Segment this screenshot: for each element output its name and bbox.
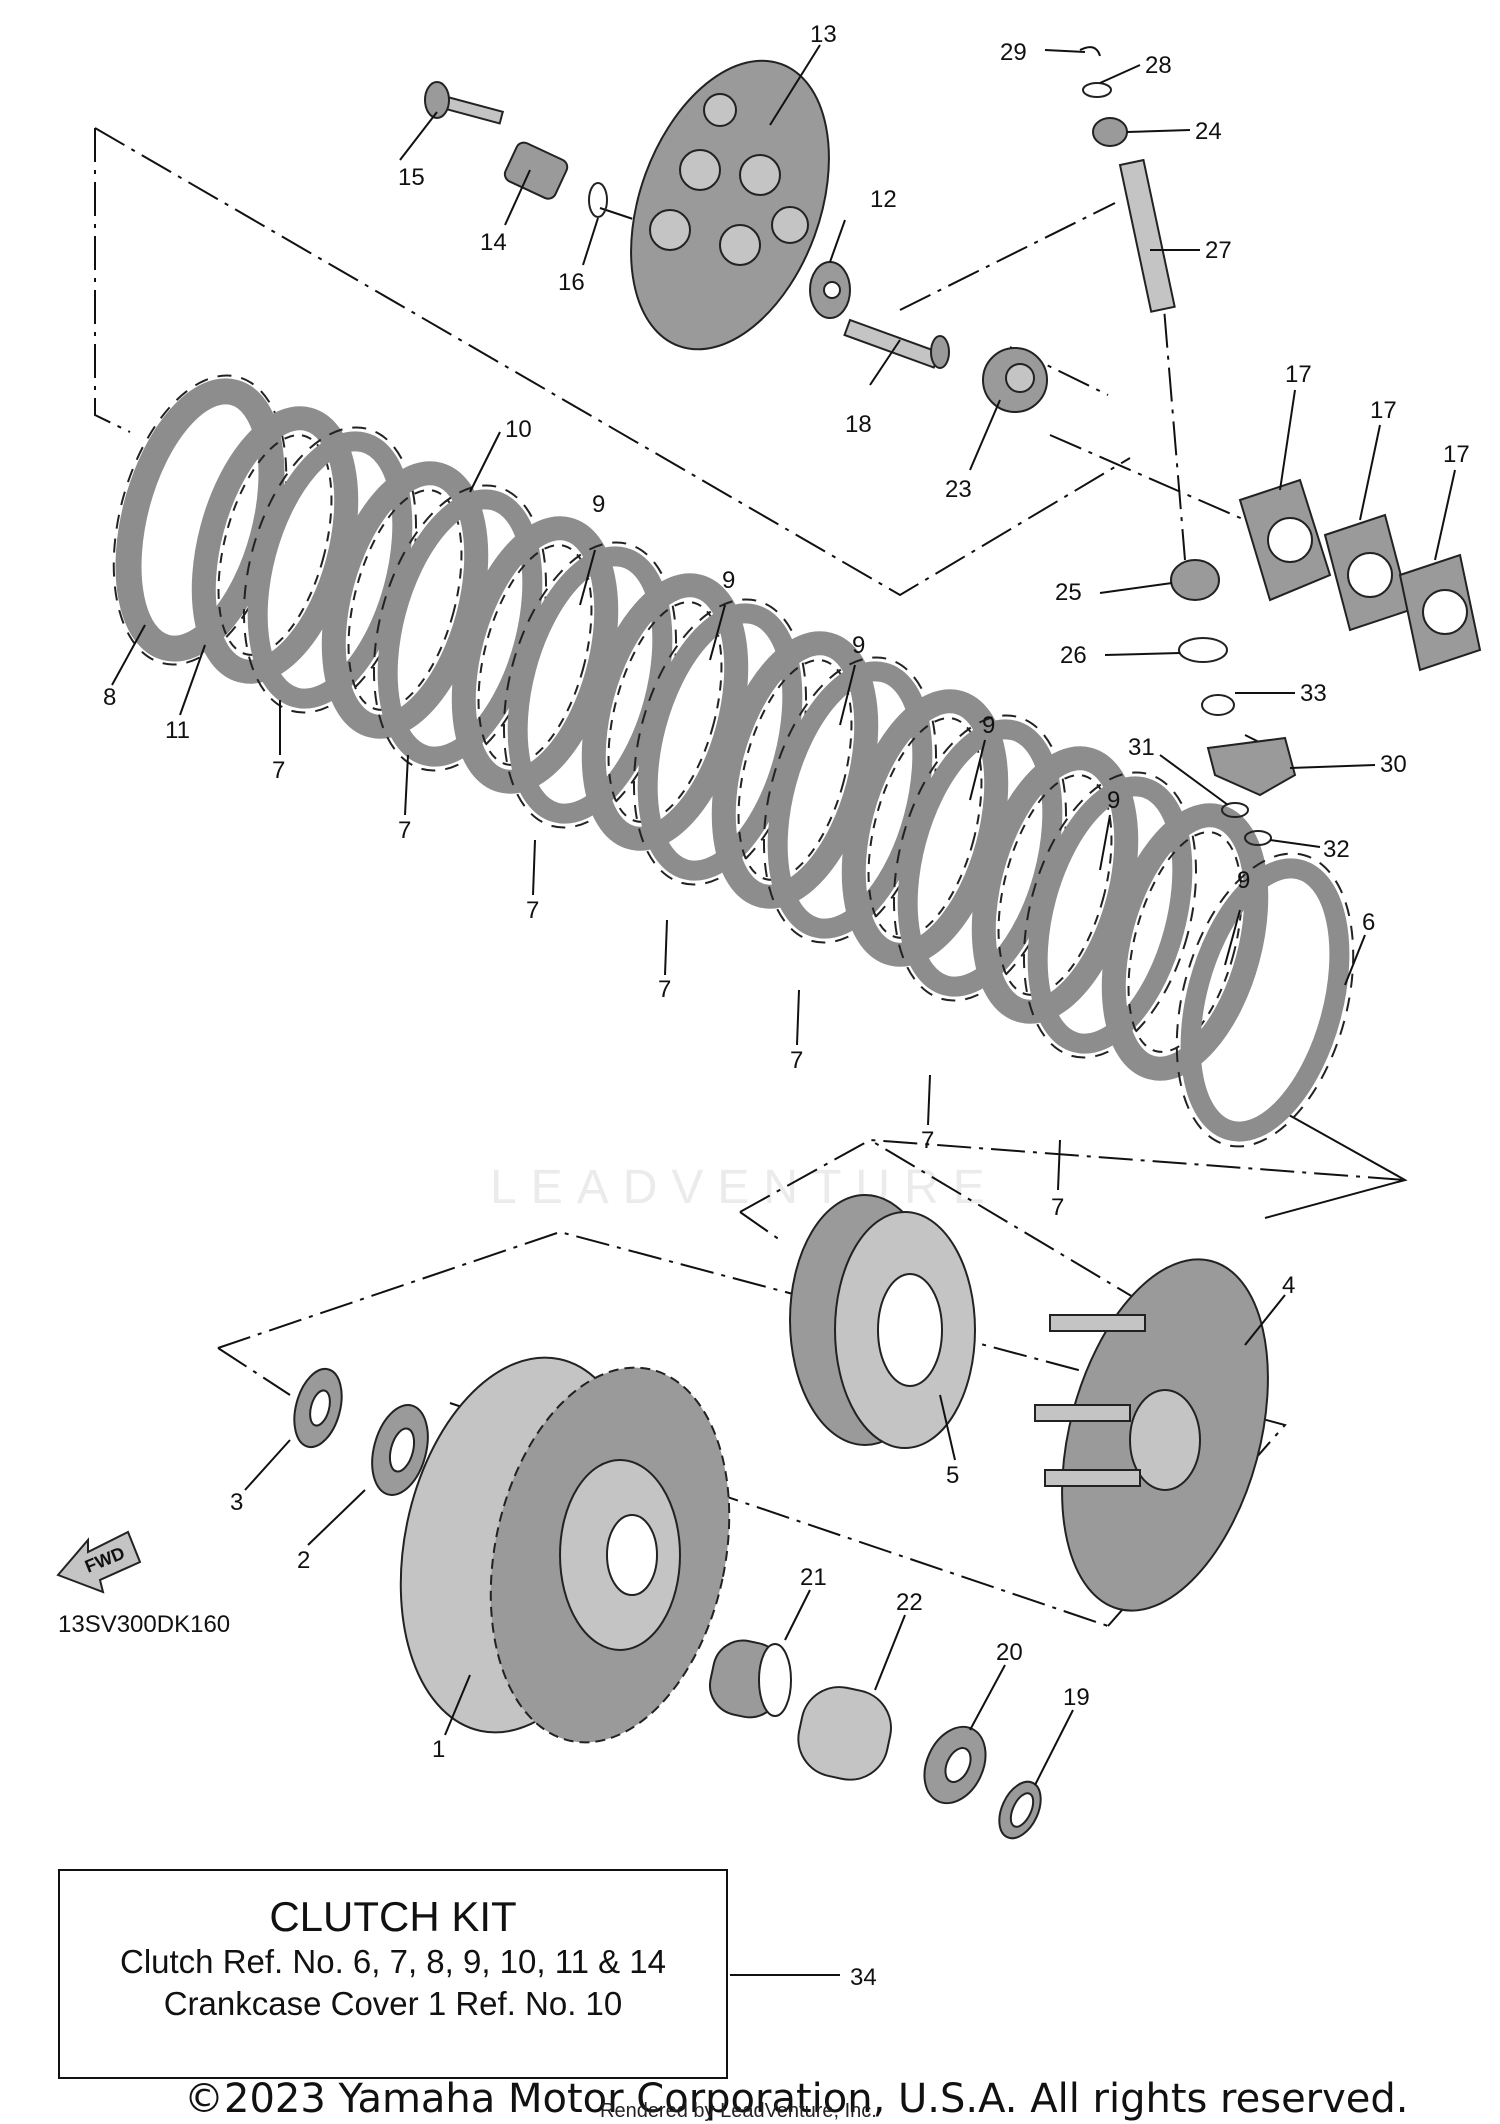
pressure-plate (630, 59, 830, 351)
callout-32: 32 (1323, 836, 1350, 863)
washer-16 (588, 182, 608, 218)
clutch-plate-4 (1034, 1258, 1269, 1612)
bearing-12 (809, 261, 851, 319)
callout-12: 12 (870, 186, 897, 213)
callout-3: 3 (230, 1489, 243, 1516)
washer-28 (1082, 82, 1112, 98)
callout-16: 16 (558, 269, 585, 296)
callout-9b: 9 (722, 567, 735, 594)
clutch-housing-1 (399, 1356, 731, 1744)
callout-4: 4 (1282, 1272, 1295, 1299)
callout-6: 6 (1362, 909, 1375, 936)
callout-7a: 7 (272, 757, 285, 784)
callout-10: 10 (505, 416, 532, 443)
fwd-arrow-icon: FWD (56, 1530, 142, 1594)
washer-2 (371, 1404, 429, 1496)
callout-28: 28 (1145, 52, 1172, 79)
callout-7d: 7 (658, 976, 671, 1003)
washer-20 (923, 1725, 987, 1805)
callout-2: 2 (297, 1547, 310, 1574)
plate-7g (1022, 771, 1198, 1059)
washer-3 (293, 1367, 343, 1449)
clutch-kit-box: CLUTCH KIT Clutch Ref. No. 6, 7, 8, 9, 1… (58, 1869, 728, 2079)
circlip-32 (1244, 830, 1272, 846)
clutch-boss-5 (789, 1194, 976, 1449)
callout-5: 5 (946, 1462, 959, 1489)
nut-23 (982, 347, 1048, 413)
callout-22: 22 (896, 1589, 923, 1616)
shaft-27 (1118, 158, 1176, 313)
rendered-by: Rendered by LeadVenture, Inc. (600, 2100, 877, 2122)
callout-8: 8 (103, 684, 116, 711)
callout-26: 26 (1060, 642, 1087, 669)
callout-30: 30 (1380, 751, 1407, 778)
callout-9a: 9 (592, 491, 605, 518)
callout-7c: 7 (526, 897, 539, 924)
callout-25: 25 (1055, 579, 1082, 606)
clip-29 (1079, 46, 1101, 57)
leader-lines (111, 44, 1456, 1976)
callout-7e: 7 (790, 1047, 803, 1074)
callout-11: 11 (165, 717, 190, 744)
callout-9c: 9 (852, 632, 865, 659)
callout-19: 19 (1063, 1684, 1090, 1711)
callout-9e: 9 (1107, 787, 1120, 814)
callout-20: 20 (996, 1639, 1023, 1666)
callout-33: 33 (1300, 680, 1327, 707)
callout-7g: 7 (1051, 1194, 1064, 1221)
callout-17c: 17 (1443, 441, 1470, 468)
clutch-plate-stack (112, 374, 1355, 1148)
kit-line-1: Clutch Ref. No. 6, 7, 8, 9, 10, 11 & 14 (119, 1943, 667, 1980)
figure-code: 13SV300DK160 (58, 1611, 231, 1638)
callout-14: 14 (480, 229, 507, 256)
pushrod-18 (843, 318, 950, 369)
callout-17a: 17 (1285, 361, 1312, 388)
lock-washers-17 (1238, 478, 1482, 672)
callout-15: 15 (398, 164, 425, 191)
plate-6 (1175, 852, 1355, 1148)
collar-21 (708, 1639, 792, 1719)
circlip-19 (998, 1780, 1042, 1840)
plate-9f (1101, 803, 1269, 1081)
callout-7f: 7 (921, 1127, 934, 1154)
callout-13: 13 (810, 21, 837, 48)
spring-14 (503, 141, 569, 200)
seal-24 (1092, 117, 1128, 147)
callout-18: 18 (845, 411, 872, 438)
callout-9f: 9 (1237, 867, 1250, 894)
copyright-notice: ©2023 Yamaha Motor Corporation, U.S.A. A… (184, 2076, 1409, 2122)
callout-23: 23 (945, 476, 972, 503)
bolt-15 (424, 81, 505, 125)
kit-line-2: Crankcase Cover 1 Ref. No. 10 (163, 1985, 623, 2022)
callout-27: 27 (1205, 237, 1232, 264)
washer-31 (1221, 802, 1249, 818)
lever-30 (1206, 736, 1297, 797)
callout-21: 21 (800, 1564, 827, 1591)
callout-34: 34 (850, 1964, 877, 1991)
oil-seal-26 (1178, 637, 1228, 663)
callouts: 13 29 28 24 15 14 16 12 27 18 23 17 17 1… (103, 21, 1470, 1991)
callout-24: 24 (1195, 118, 1222, 145)
bearing-25 (1170, 559, 1220, 601)
callout-1: 1 (432, 1736, 445, 1763)
bushing-22 (797, 1686, 892, 1781)
watermark: LEADVENTURE (490, 1161, 999, 1214)
kit-title: CLUTCH KIT (269, 1893, 517, 1940)
callout-29: 29 (1000, 39, 1027, 66)
callout-17b: 17 (1370, 397, 1397, 424)
callout-9d: 9 (982, 712, 995, 739)
callout-31: 31 (1128, 734, 1155, 761)
callout-7b: 7 (398, 817, 411, 844)
spring-33 (1201, 694, 1235, 716)
